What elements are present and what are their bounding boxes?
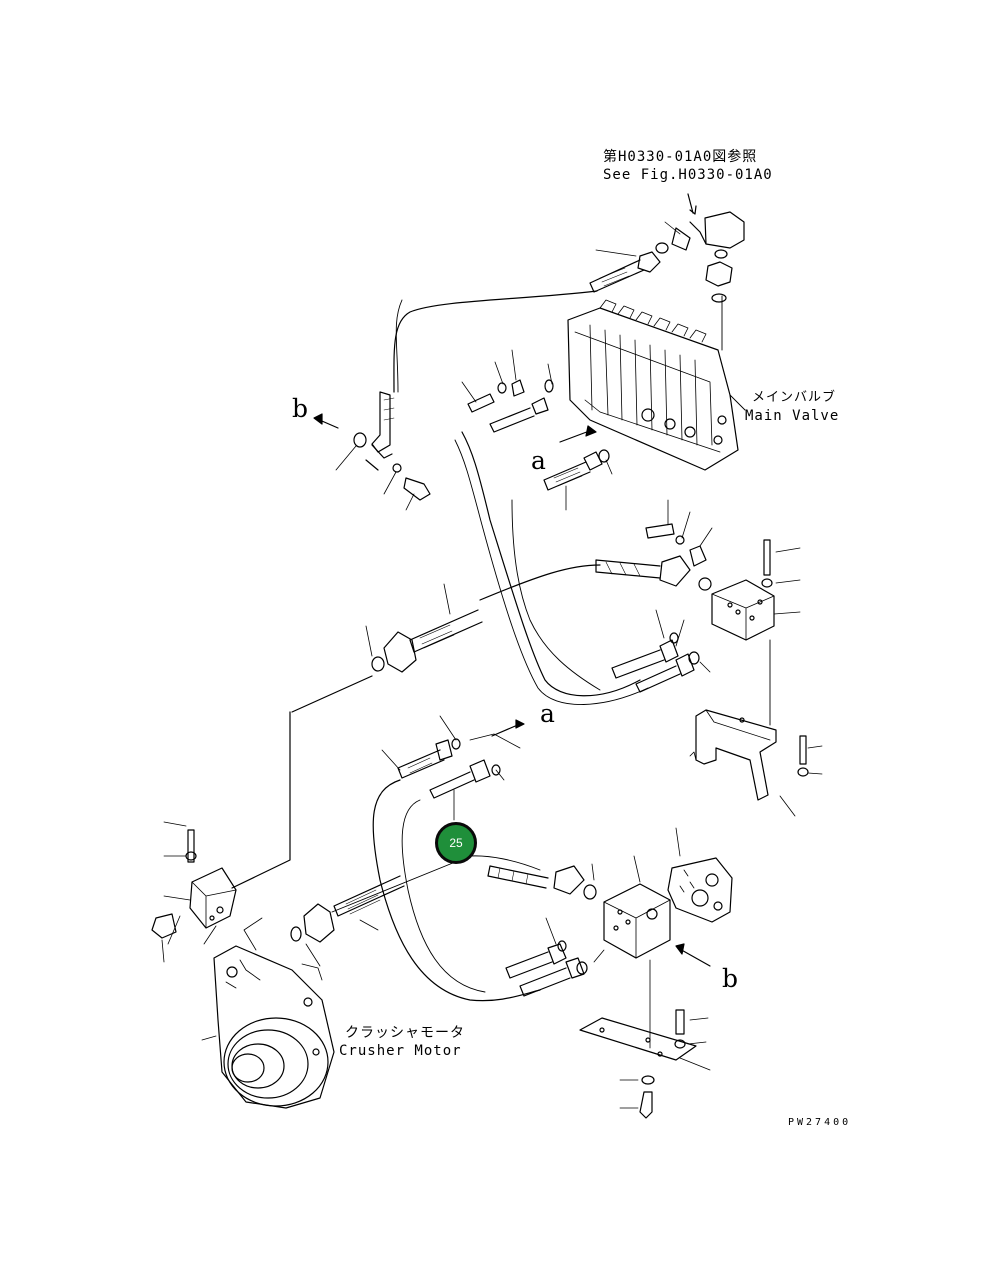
hose-motor-inlet (290, 875, 405, 967)
main-valve-label-jp: メインバルブ (752, 390, 837, 405)
mounting-plate (579, 1009, 711, 1119)
hose-center-loop (372, 779, 541, 1002)
pump-unit (667, 827, 733, 923)
part-callout-25[interactable]: 25 (435, 822, 477, 864)
hose-long-loop-right (461, 431, 641, 697)
valve-block-left (151, 821, 237, 963)
main-valve (567, 295, 746, 471)
hose-top-segment (589, 221, 681, 293)
crusher-motor (201, 917, 335, 1109)
hose-lower-right (487, 863, 597, 900)
hose-upper-cross (479, 564, 601, 601)
hose-right-upper (595, 499, 713, 591)
valve-block-right-upper (711, 539, 801, 726)
bolt-cluster-upper (461, 349, 554, 433)
connection-letter-a-lower: a (540, 699, 555, 728)
hose-center-loop-b (401, 799, 486, 993)
main-valve-label-en: Main Valve (745, 408, 840, 424)
elbow-fitting-top (671, 193, 745, 303)
elbow-left-b (313, 391, 431, 511)
hose-long-loop-left (454, 439, 649, 705)
hose-left-middle (365, 583, 483, 673)
reference-label-jp: 第H0330-01A0図参照 (603, 149, 758, 165)
valve-block-right-lower (603, 855, 711, 1049)
hose-motor-line (331, 855, 541, 913)
crusher-motor-label-jp: クラッシャモータ (345, 1025, 465, 1041)
crusher-motor-label-en: Crusher Motor (339, 1043, 462, 1059)
connection-letter-b-lower: b (722, 964, 739, 993)
hose-middle-a (543, 425, 613, 511)
part-callout-label: 25 (449, 836, 463, 850)
bracket-upper (689, 709, 823, 817)
hose-right-lower-pair (611, 609, 711, 693)
hose-to-motor (231, 675, 373, 889)
hose-main-to-left-b (395, 299, 403, 393)
figure-code: PW27400 (788, 1117, 852, 1128)
reference-label-en: See Fig.H0330-01A0 (603, 167, 773, 183)
hose-pair-a (511, 499, 601, 691)
connection-letter-a-middle: a (531, 446, 546, 475)
hose-main-to-left (393, 290, 598, 393)
hose-lower-pair (505, 917, 605, 997)
hose-lower-a (381, 715, 525, 821)
connection-letter-b-top: b (292, 394, 309, 423)
